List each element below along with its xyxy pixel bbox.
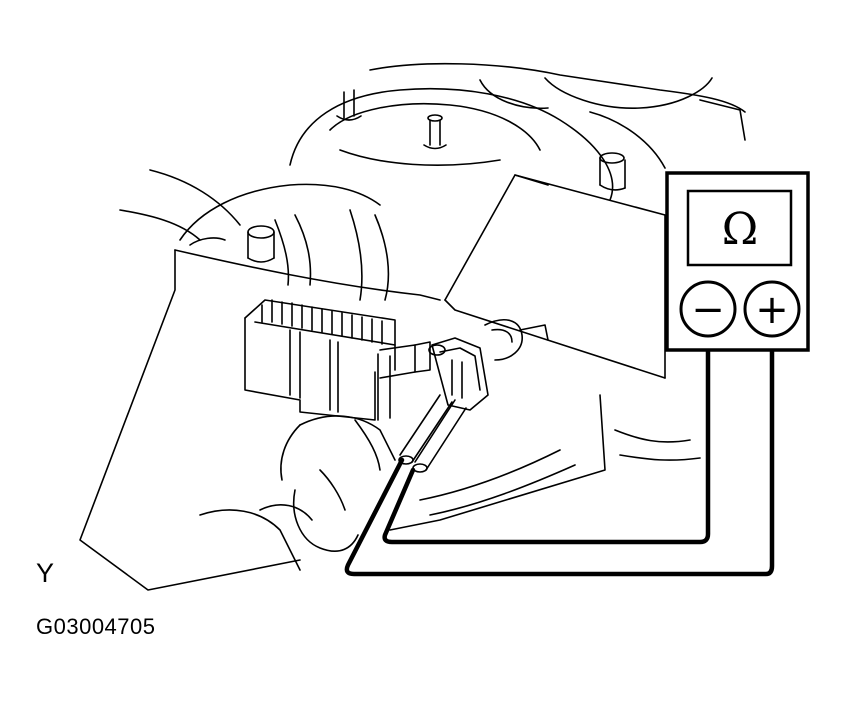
positive-terminal — [743, 280, 801, 338]
positive-test-wire — [344, 332, 775, 577]
test-wires — [344, 332, 775, 577]
ohm-symbol: Ω — [722, 204, 758, 255]
figure-code: G03004705 — [36, 614, 156, 639]
negative-test-wire — [382, 332, 711, 545]
view-label: Y — [36, 558, 55, 588]
housing-outline — [79, 225, 441, 591]
air-duct-outline — [119, 169, 390, 301]
hand-outline — [199, 415, 396, 571]
negative-terminal — [679, 280, 737, 338]
ohmmeter: Ω − + — [665, 171, 810, 352]
test-probes — [398, 394, 467, 473]
negative-terminal-symbol: − — [691, 287, 725, 333]
sensor-connector — [428, 319, 549, 411]
engine-background-outline — [289, 62, 746, 201]
ohmmeter-display — [686, 189, 793, 267]
ecu-box — [389, 152, 701, 531]
positive-terminal-symbol: + — [755, 287, 789, 333]
fuse-block — [244, 299, 431, 421]
